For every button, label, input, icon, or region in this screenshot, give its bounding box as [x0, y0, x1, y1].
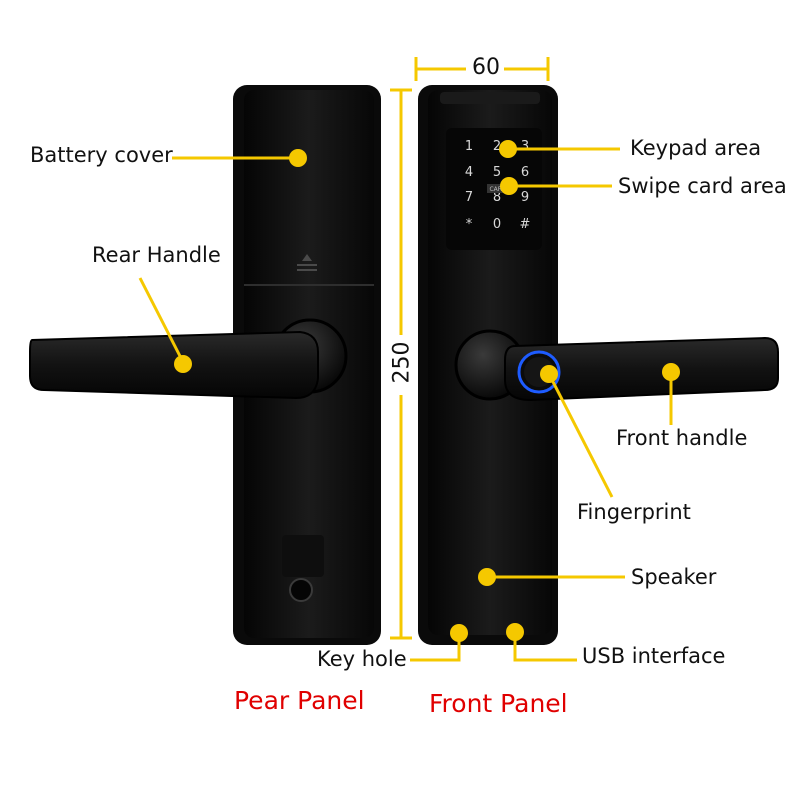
keypad-key: 3: [521, 139, 529, 154]
keypad-key: 6: [521, 165, 529, 180]
keypad-key: 4: [465, 165, 473, 180]
card-tag: [487, 184, 509, 193]
keypad-key: 1: [465, 139, 473, 154]
front-panel-title: Front Panel: [429, 689, 568, 718]
dot-battery-cover: [289, 149, 307, 167]
rear-panel-title: Pear Panel: [234, 686, 365, 715]
rear-handle-lever: [29, 330, 319, 400]
label-speaker: Speaker: [631, 565, 717, 589]
keypad-key: 9: [521, 190, 529, 205]
front-panel: 1 2 3 4 5 6 7 8 9 * 0 # CARD: [418, 85, 779, 645]
width-dimension: [414, 57, 550, 81]
dot-key-hole: [450, 624, 468, 642]
dot-fingerprint: [540, 365, 558, 383]
label-front-handle: Front handle: [616, 426, 748, 450]
label-key-hole: Key hole: [317, 647, 407, 671]
height-dimension-label: 250: [389, 341, 415, 384]
label-swipe-card-area: Swipe card area: [618, 174, 787, 198]
keypad-key: 2: [493, 139, 501, 154]
key-hole: [289, 578, 313, 602]
label-battery-cover: Battery cover: [30, 143, 173, 167]
keypad-key: 5: [493, 165, 501, 180]
card-tag-label: CARD: [489, 186, 506, 193]
leader-usb: [513, 632, 577, 662]
label-usb-interface: USB interface: [582, 644, 726, 668]
width-dimension-label: 60: [472, 55, 500, 80]
dot-swipe-card: [500, 177, 518, 195]
keypad-key: 0: [493, 217, 501, 232]
dot-speaker: [478, 568, 496, 586]
rear-vent-grille: [282, 535, 324, 577]
front-top-cap: [440, 92, 540, 104]
eject-icon: [297, 254, 317, 271]
leader-fingerprint: [547, 373, 614, 498]
callout-leaders: [138, 147, 673, 662]
label-keypad-area: Keypad area: [630, 136, 762, 160]
keypad-key: *: [466, 217, 473, 232]
dot-rear-handle: [174, 355, 192, 373]
keypad-key: 8: [493, 190, 501, 205]
keypad-key: 7: [465, 190, 473, 205]
keypad-grid: 1 2 3 4 5 6 7 8 9 * 0 #: [465, 139, 531, 232]
front-handle-lever: [504, 336, 779, 402]
callout-dots: [174, 140, 680, 642]
height-dimension: [390, 88, 412, 640]
keypad-key: #: [520, 217, 531, 232]
label-rear-handle: Rear Handle: [92, 243, 221, 267]
dot-usb: [506, 623, 524, 641]
dot-front-handle: [662, 363, 680, 381]
dot-keypad-area: [499, 140, 517, 158]
rear-panel: [29, 85, 381, 645]
label-fingerprint: Fingerprint: [577, 500, 691, 524]
leader-rear-handle: [138, 277, 185, 363]
